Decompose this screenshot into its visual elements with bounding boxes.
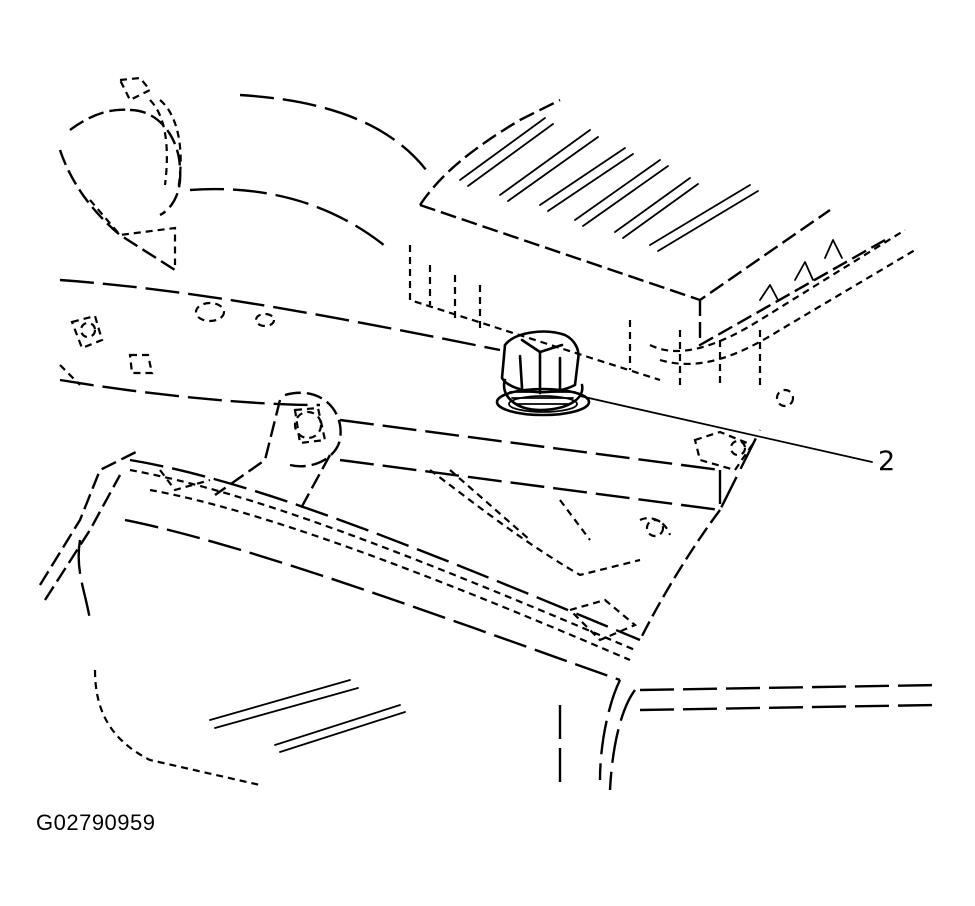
oil-pan xyxy=(408,98,916,385)
filler-tube xyxy=(58,76,431,272)
figure-id: G02790959 xyxy=(36,810,156,835)
drain-plug xyxy=(495,330,591,417)
mount-bracket xyxy=(214,391,342,511)
callout-leader-line xyxy=(579,395,873,463)
crossmember xyxy=(59,278,721,512)
frame-rail xyxy=(429,388,795,641)
lower-frame xyxy=(38,448,941,791)
callout-label-drain-plug: 2 xyxy=(878,446,896,477)
